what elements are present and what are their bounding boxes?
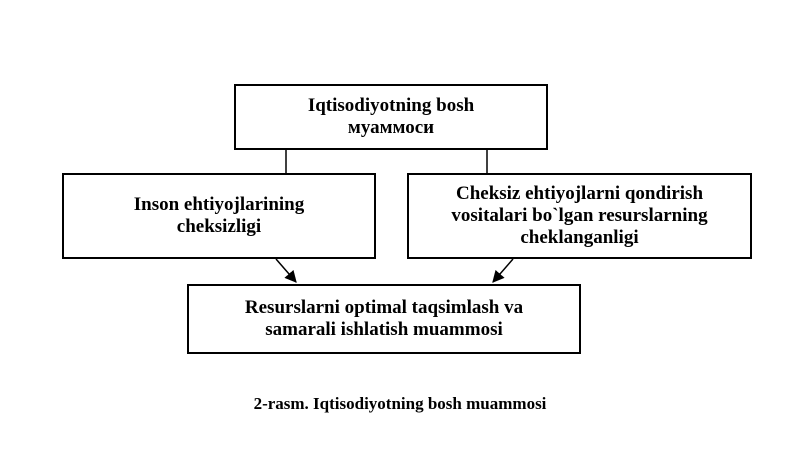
figure-caption: 2-rasm. Iqtisodiyotning bosh muammosi (253, 394, 547, 413)
node-unlimited-needs: Inson ehtiyojlarining cheksizligi (62, 173, 376, 259)
node-optimal-allocation-label: Resurslarni optimal taqsimlash va samara… (244, 297, 524, 340)
arrow-right-to-bottom (492, 258, 514, 283)
node-optimal-allocation: Resurslarni optimal taqsimlash va samara… (187, 284, 581, 354)
arrow-left-to-bottom (275, 258, 297, 283)
node-main-problem: Iqtisodiyotning bosh муаммоси (234, 84, 548, 150)
node-limited-resources: Cheksiz ehtiyojlarni qondirish vositalar… (407, 173, 752, 259)
node-unlimited-needs-label: Inson ehtiyojlarining cheksizligi (133, 194, 305, 237)
node-main-problem-label: Iqtisodiyotning bosh муаммоси (307, 95, 475, 138)
node-limited-resources-label: Cheksiz ehtiyojlarni qondirish vositalar… (451, 183, 708, 248)
